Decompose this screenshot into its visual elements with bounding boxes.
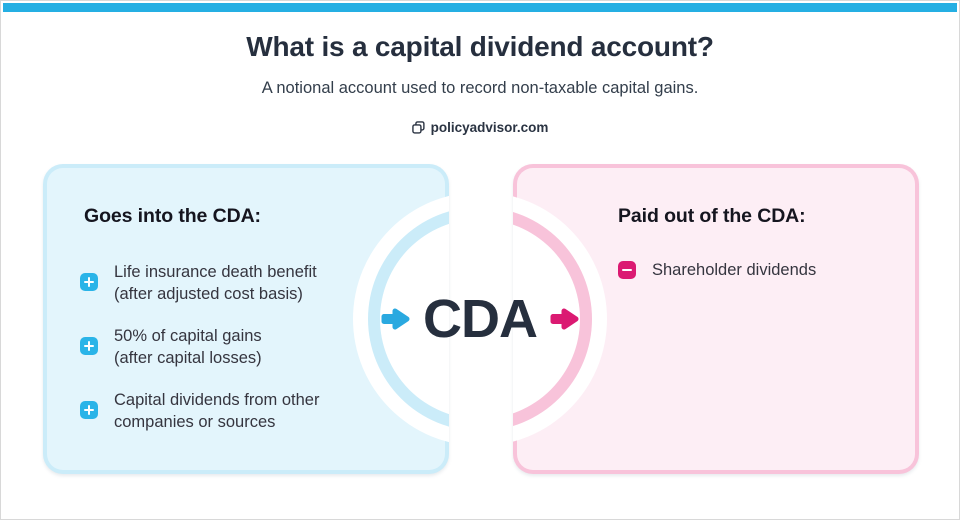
list-item: Capital dividends from other companies o… xyxy=(80,389,319,433)
list-item: Shareholder dividends xyxy=(618,259,816,281)
brand-text: policyadvisor.com xyxy=(430,120,549,135)
cda-hub: CDA xyxy=(379,292,581,346)
minus-icon xyxy=(618,261,636,279)
plus-icon xyxy=(80,273,98,291)
item-line: 50% of capital gains xyxy=(114,327,262,345)
list-item: 50% of capital gains (after capital loss… xyxy=(80,325,262,369)
item-line: (after capital losses) xyxy=(114,349,262,367)
arrow-right-blue-icon xyxy=(381,308,410,330)
item-line: Shareholder dividends xyxy=(652,261,817,279)
list-item-text: 50% of capital gains (after capital loss… xyxy=(114,325,262,369)
overlapping-pages-icon xyxy=(411,121,425,134)
plus-icon xyxy=(80,337,98,355)
item-line: Life insurance death benefit xyxy=(114,263,317,281)
top-accent-bar xyxy=(3,3,957,12)
list-item-text: Shareholder dividends xyxy=(652,259,816,281)
plus-icon xyxy=(80,401,98,419)
list-item-text: Life insurance death benefit (after adju… xyxy=(114,261,317,305)
paid-out-cda-box: Paid out of the CDA: Shareholder dividen… xyxy=(513,164,919,474)
list-item: Life insurance death benefit (after adju… xyxy=(80,261,317,305)
page-title: What is a capital dividend account? xyxy=(246,31,714,62)
cda-label: CDA xyxy=(423,289,538,349)
arrow-right-pink-icon xyxy=(550,308,579,330)
paid-out-heading: Paid out of the CDA: xyxy=(618,205,806,227)
item-line: companies or sources xyxy=(114,413,276,431)
brand: policyadvisor.com xyxy=(1,120,959,135)
goes-into-heading: Goes into the CDA: xyxy=(84,205,261,227)
item-line: Capital dividends from other xyxy=(114,391,320,409)
page-subtitle: A notional account used to record non-ta… xyxy=(261,79,699,97)
list-item-text: Capital dividends from other companies o… xyxy=(114,389,319,433)
item-line: (after adjusted cost basis) xyxy=(114,285,303,303)
